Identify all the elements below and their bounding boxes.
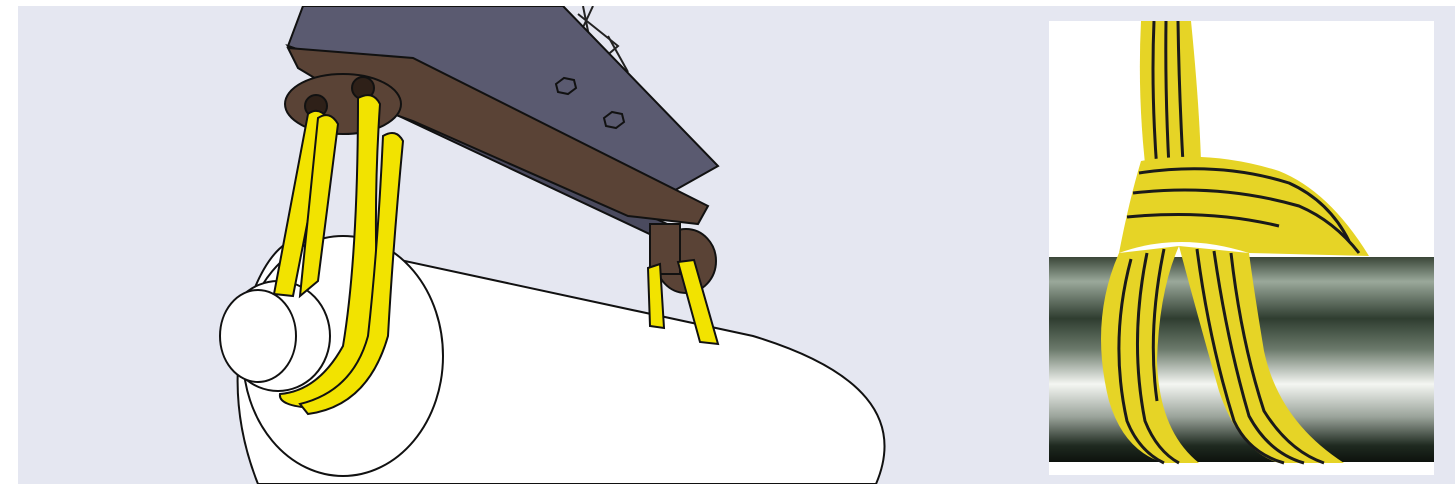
right-sling-1 (648, 264, 664, 328)
left-lug-disc (285, 74, 401, 134)
roller-journal-face (220, 290, 296, 382)
choker-hitch-detail-illustration (1049, 21, 1434, 475)
choker-hitch-drawing (1049, 21, 1434, 475)
